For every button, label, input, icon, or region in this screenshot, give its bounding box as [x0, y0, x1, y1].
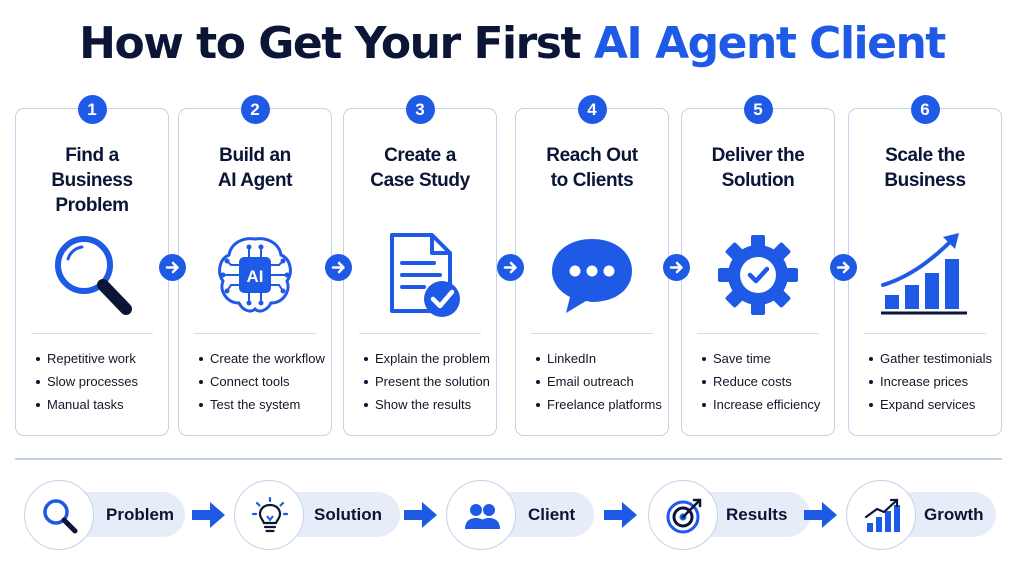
arrow-right-icon [604, 502, 637, 528]
section-divider [15, 458, 1002, 460]
arrow-right-icon [159, 254, 186, 281]
flow-label: Results [726, 505, 788, 524]
card-divider [194, 333, 316, 334]
flow-step-growth [846, 480, 916, 550]
step-items: LinkedIn Email outreach Freelance platfo… [536, 347, 664, 416]
step-items: Create the workflow Connect tools Test t… [199, 347, 327, 416]
gear-check-icon [718, 235, 798, 315]
growth-chart-icon [881, 233, 967, 315]
arrow-right-icon [804, 502, 837, 528]
flow-label: Client [528, 505, 576, 524]
flow-step-client [446, 480, 516, 550]
step-items: Repetitive work Slow processes Manual ta… [36, 347, 164, 416]
list-item: Reduce costs [702, 370, 830, 393]
card-divider [31, 333, 153, 334]
svg-text:AI: AI [247, 267, 264, 286]
magnifier-icon [55, 236, 132, 315]
card-divider [531, 333, 653, 334]
card-divider [864, 333, 986, 334]
arrow-right-icon [830, 254, 857, 281]
step-number-badge: 4 [577, 95, 607, 124]
arrow-right-icon [404, 502, 437, 528]
flow-step-results [648, 480, 718, 550]
list-item: Expand services [869, 393, 997, 416]
list-item: Increase prices [869, 370, 997, 393]
bar-chart-icon [864, 498, 900, 532]
list-item: Gather testimonials [869, 347, 997, 370]
list-item: Freelance platforms [536, 393, 664, 416]
list-item: Slow processes [36, 370, 164, 393]
list-item: Manual tasks [36, 393, 164, 416]
arrow-right-icon [663, 254, 690, 281]
list-item: Present the solution [364, 370, 492, 393]
step-number-badge: 3 [405, 95, 435, 124]
document-check-icon [390, 233, 460, 317]
card-divider [697, 333, 819, 334]
list-item: Connect tools [199, 370, 327, 393]
step-number-badge: 5 [743, 95, 773, 124]
arrow-right-icon [325, 254, 352, 281]
list-item: Explain the problem [364, 347, 492, 370]
list-item: Save time [702, 347, 830, 370]
step-items: Save time Reduce costs Increase efficien… [702, 347, 830, 416]
page-title: How to Get Your First AI Agent Client [0, 18, 1024, 69]
flow-step-problem [24, 480, 94, 550]
ai-brain-icon: AI [218, 237, 292, 313]
list-item: Show the results [364, 393, 492, 416]
list-item: Create the workflow [199, 347, 327, 370]
step-number-badge: 2 [240, 95, 270, 124]
users-icon [465, 504, 500, 529]
target-icon [666, 498, 702, 534]
list-item: LinkedIn [536, 347, 664, 370]
search-icon [43, 499, 78, 534]
flow-label: Solution [314, 505, 382, 524]
list-item: Repetitive work [36, 347, 164, 370]
arrow-right-icon [192, 502, 225, 528]
step-items: Explain the problem Present the solution… [364, 347, 492, 416]
list-item: Email outreach [536, 370, 664, 393]
arrow-right-icon [497, 254, 524, 281]
step-number-badge: 6 [910, 95, 940, 124]
list-item: Increase efficiency [702, 393, 830, 416]
list-item: Test the system [199, 393, 327, 416]
title-accent: AI Agent Client [593, 18, 946, 69]
flow-label: Problem [106, 505, 175, 524]
lightbulb-icon [251, 497, 289, 533]
step-items: Gather testimonials Increase prices Expa… [869, 347, 997, 416]
card-divider [359, 333, 481, 334]
step-number-badge: 1 [77, 95, 107, 124]
flow-label: Growth [924, 505, 984, 524]
title-main: How to Get Your First [79, 18, 581, 69]
flow-step-solution [234, 480, 304, 550]
chat-bubble-icon [552, 239, 632, 313]
